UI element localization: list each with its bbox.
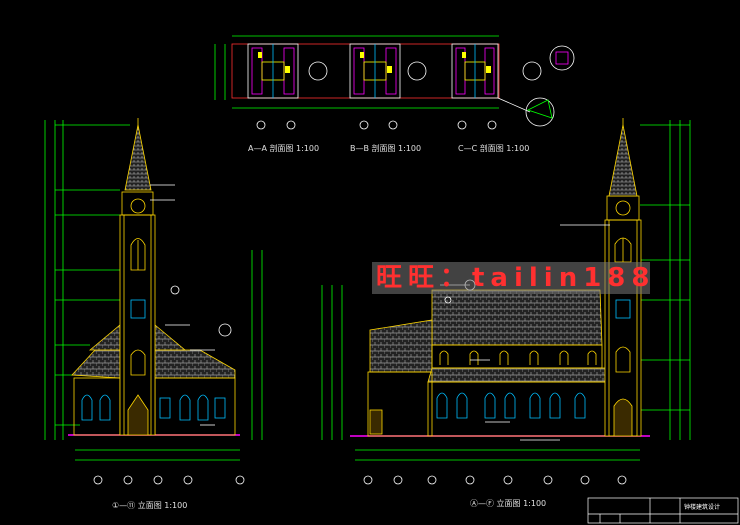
title-block [587,497,739,524]
right-elevation [321,118,691,485]
right-elevation-title: Ⓐ—Ⓕ 立面图 1:100 [470,499,547,508]
section-b-title: B—B 剖面图 1:100 [350,144,422,153]
section-c-title: C—C 剖面图 1:100 [458,144,530,153]
section-b [349,43,427,130]
left-elevation-title: ①—⑪ 立面图 1:100 [112,501,188,510]
section-plans [214,35,575,130]
section-c [451,43,575,130]
section-a [247,43,328,130]
title-block-name: 钟楼建筑设计 [684,504,721,511]
section-a-title: A—A 剖面图 1:100 [248,144,320,153]
left-elevation [44,118,263,485]
watermark-banner: 旺旺：tailin188 [372,262,650,294]
